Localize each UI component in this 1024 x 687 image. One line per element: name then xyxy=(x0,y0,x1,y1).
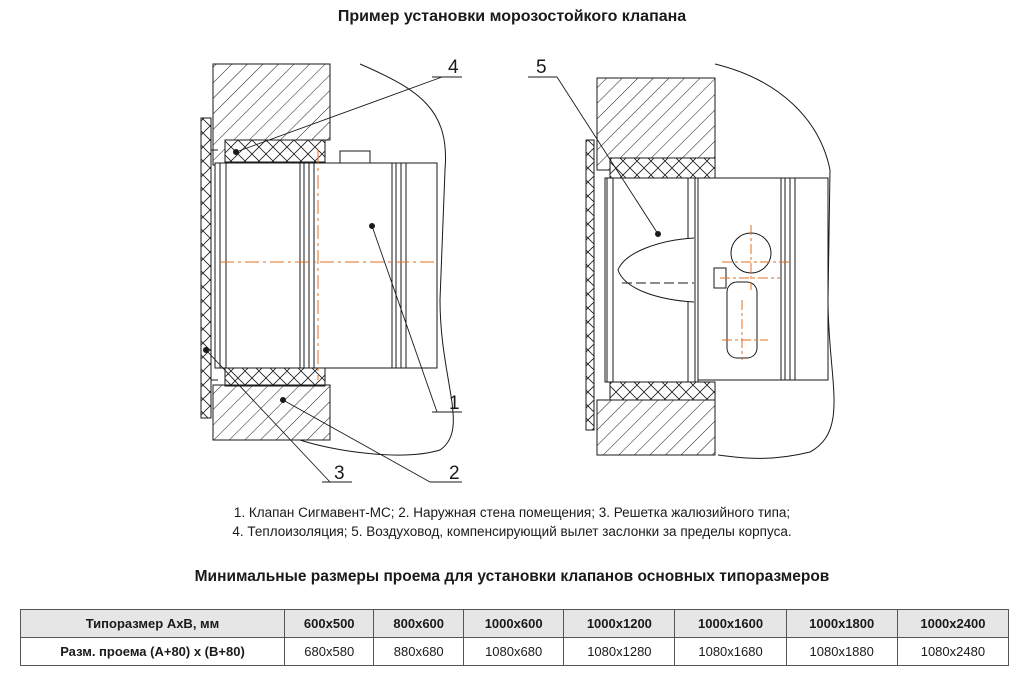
page-title: Пример установки морозостойкого клапана xyxy=(337,8,687,25)
right-wall-lower xyxy=(596,399,716,456)
right-wall-upper xyxy=(596,77,716,171)
installation-drawing: 4 1 2 3 5 xyxy=(200,57,835,484)
opening-cell: 1080x2480 xyxy=(896,637,1010,666)
size-cell: 1000x600 xyxy=(462,609,565,638)
right-insulation-bottom xyxy=(609,381,716,401)
left-insulation-bottom xyxy=(224,365,326,387)
opening-sizes-table: Типоразмер АхВ, мм 600x500 800x600 1000x… xyxy=(20,609,1010,666)
left-insulation-top xyxy=(224,139,326,163)
left-installation-view xyxy=(200,63,462,483)
callout-1: 1 xyxy=(449,393,460,414)
left-wall-lower xyxy=(212,384,331,441)
callout-2: 2 xyxy=(449,463,460,484)
opening-cell: 680x580 xyxy=(283,637,375,666)
table-row: Разм. проема (А+80) х (В+80) 680x580 880… xyxy=(20,637,1010,666)
opening-cell: 1080x1880 xyxy=(785,637,898,666)
left-grille xyxy=(200,117,212,419)
left-damper-blade-2 xyxy=(299,162,315,369)
size-cell: 1000x1800 xyxy=(785,609,898,638)
right-break-outline xyxy=(714,63,835,459)
size-cell: 600x500 xyxy=(283,609,375,638)
right-damper-blade xyxy=(617,237,695,303)
legend-line-1: 1. Клапан Сигмавент-МС; 2. Наружная стен… xyxy=(233,505,791,520)
opening-cell: 880x680 xyxy=(373,637,464,666)
size-cell: 800x600 xyxy=(373,609,464,638)
size-cell: 1000x2400 xyxy=(896,609,1010,638)
callout-3: 3 xyxy=(334,463,345,484)
header-label-cell: Типоразмер АхВ, мм xyxy=(20,609,285,638)
row-label-cell: Разм. проема (А+80) х (В+80) xyxy=(20,637,285,666)
callout-4: 4 xyxy=(448,57,459,78)
table-header-row: Типоразмер АхВ, мм 600x500 800x600 1000x… xyxy=(20,609,1010,638)
legend-line-2: 4. Теплоизоляция; 5. Воздуховод, компенс… xyxy=(232,524,792,539)
left-damper-blade-3 xyxy=(391,162,407,369)
opening-cell: 1080x1680 xyxy=(674,637,787,666)
left-actuator xyxy=(339,150,371,164)
size-cell: 1000x1200 xyxy=(563,609,676,638)
opening-cell: 1080x680 xyxy=(462,637,565,666)
right-installation-view xyxy=(528,63,835,459)
size-cell: 1000x1600 xyxy=(674,609,787,638)
right-damper-body xyxy=(697,177,829,381)
left-damper-body xyxy=(214,162,438,369)
table-title: Минимальные размеры проема для установки… xyxy=(194,568,830,585)
callout-5: 5 xyxy=(536,57,547,78)
left-break-outline xyxy=(299,63,454,456)
right-insulation-top xyxy=(609,157,716,179)
right-grille xyxy=(585,139,595,431)
opening-cell: 1080x1280 xyxy=(563,637,676,666)
